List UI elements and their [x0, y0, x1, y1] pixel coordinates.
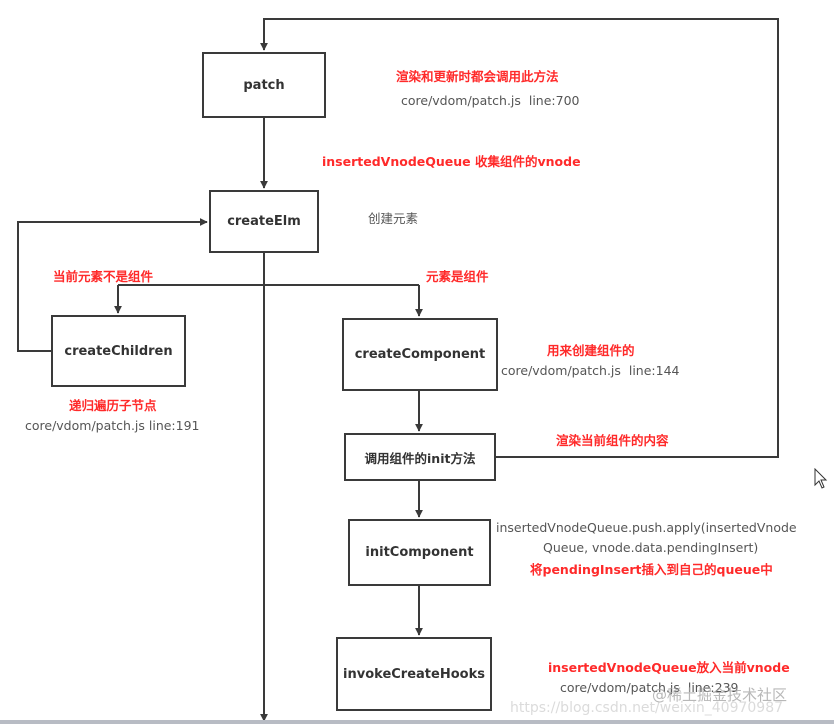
node-initComponent: initComponent — [348, 519, 491, 586]
initComponent-code-line2: Queue, vnode.data.pendingInsert) — [543, 540, 759, 555]
node-createComponent-label: createComponent — [354, 347, 486, 362]
node-createChildren: createChildren — [51, 315, 186, 387]
createChildren-source-ref: core/vdom/patch.js line:191 — [25, 418, 200, 433]
initComponent-code-line1: insertedVnodeQueue.push.apply(insertedVn… — [496, 520, 797, 535]
render-component-note: 渲染当前组件的内容 — [556, 433, 669, 448]
node-initComponent-label: initComponent — [365, 545, 474, 560]
createChildren-description: 递归遍历子节点 — [69, 398, 157, 413]
watermark-community: @稀土掘金技术社区 — [652, 686, 788, 704]
is-component-label: 元素是组件 — [426, 269, 489, 284]
initComponent-description: 将pendingInsert插入到自己的queue中 — [530, 562, 773, 577]
createElm-description: 创建元素 — [368, 211, 419, 226]
node-init-method: 调用组件的init方法 — [344, 433, 496, 481]
invokeCreateHooks-source-ref: core/vdom/patch.js line:239 — [560, 680, 739, 695]
invokeCreateHooks-description: insertedVnodeQueue放入当前vnode — [548, 660, 790, 675]
edge-init-to-patch — [260, 18, 779, 458]
queue-collect-note: insertedVnodeQueue 收集组件的vnode — [322, 154, 581, 169]
watermark-url: https://blog.csdn.net/weixin_40970987 — [510, 700, 784, 716]
node-patch: patch — [202, 52, 326, 118]
node-invokeCreateHooks: invokeCreateHooks — [336, 637, 492, 711]
node-createElm-label: createElm — [227, 214, 301, 229]
node-patch-label: patch — [243, 77, 285, 93]
createComponent-description: 用来创建组件的 — [547, 343, 635, 358]
not-component-label: 当前元素不是组件 — [53, 269, 154, 284]
node-init-method-label: 调用组件的init方法 — [364, 450, 476, 466]
mouse-cursor-icon — [814, 468, 828, 489]
node-createChildren-label: createChildren — [64, 343, 173, 359]
node-createElm: createElm — [209, 190, 319, 253]
edge-createChildren-to-createElm — [17, 218, 208, 352]
createComponent-source-ref: core/vdom/patch.js line:144 — [501, 363, 680, 378]
node-invokeCreateHooks-label: invokeCreateHooks — [343, 666, 485, 682]
bottom-scrollbar[interactable] — [0, 720, 834, 724]
patch-source-ref: core/vdom/patch.js line:700 — [401, 93, 580, 108]
patch-description: 渲染和更新时都会调用此方法 — [396, 69, 559, 84]
node-createComponent: createComponent — [342, 318, 498, 391]
